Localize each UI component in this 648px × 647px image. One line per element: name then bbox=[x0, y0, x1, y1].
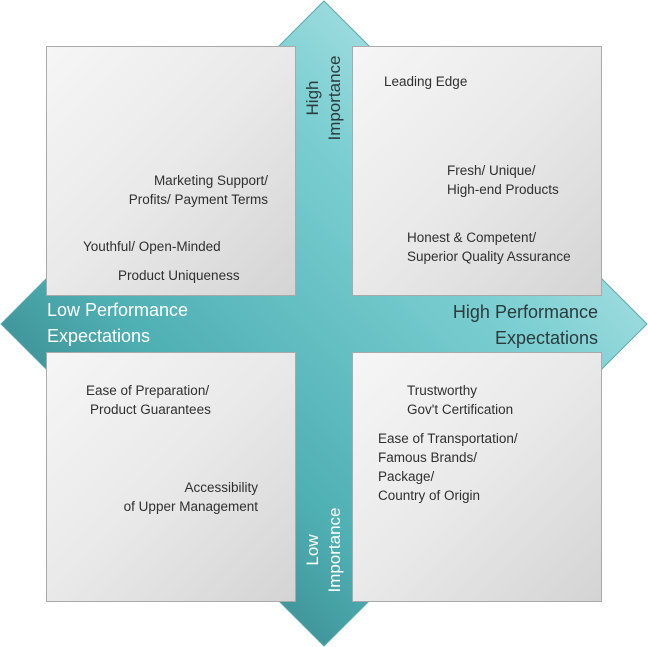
quadrant-bottom-right bbox=[352, 352, 602, 602]
item-ease-of-preparation: Ease of Preparation/ Product Guarantees bbox=[86, 381, 211, 419]
item-leading-edge: Leading Edge bbox=[384, 72, 467, 91]
item-fresh-unique: Fresh/ Unique/ High-end Products bbox=[447, 161, 559, 199]
item-product-uniqueness: Product Uniqueness bbox=[118, 266, 240, 285]
item-line: Trustworthy bbox=[407, 383, 478, 398]
item-line: Superior Quality Assurance bbox=[407, 249, 571, 264]
axis-label-low-importance: Low Importance bbox=[302, 500, 346, 600]
item-line: Ease of Preparation/ bbox=[86, 383, 210, 398]
quadrant-top-right bbox=[352, 46, 602, 296]
item-line: Product Guarantees bbox=[90, 402, 211, 417]
item-line: Marketing Support/ bbox=[153, 173, 268, 188]
axis-line: Importance bbox=[325, 507, 344, 593]
item-trustworthy: Trustworthy Gov't Certification bbox=[407, 381, 513, 419]
axis-label-high-performance: High Performance Expectations bbox=[453, 299, 598, 351]
axis-line: Low Performance bbox=[47, 300, 189, 320]
item-line: Profits/ Payment Terms bbox=[128, 192, 268, 207]
axis-line: Expectations bbox=[47, 326, 151, 346]
item-line: High-end Products bbox=[447, 182, 559, 197]
item-line: Honest & Competent/ bbox=[407, 230, 537, 245]
axis-label-low-performance: Low Performance Expectations bbox=[47, 297, 188, 349]
item-line: Famous Brands/ bbox=[378, 450, 478, 465]
item-line: Youthful/ Open-Minded bbox=[83, 239, 221, 254]
item-line: Gov't Certification bbox=[407, 402, 514, 417]
item-marketing-support: Marketing Support/ Profits/ Payment Term… bbox=[129, 171, 268, 209]
axis-line: Expectations bbox=[494, 328, 598, 348]
axis-line: Importance bbox=[325, 55, 344, 141]
item-line: Leading Edge bbox=[384, 74, 468, 89]
item-line: Accessibility bbox=[184, 480, 258, 495]
item-accessibility: Accessibility of Upper Management bbox=[124, 478, 258, 516]
item-line: of Upper Management bbox=[123, 499, 258, 514]
item-line: Ease of Transportation/ bbox=[378, 431, 518, 446]
axis-line: Low bbox=[303, 534, 322, 566]
quadrant-bottom-left bbox=[46, 352, 296, 602]
item-line: Country of Origin bbox=[378, 488, 481, 503]
item-ease-of-transportation: Ease of Transportation/ Famous Brands/ P… bbox=[378, 429, 518, 505]
axis-line: High Performance bbox=[452, 302, 598, 322]
item-youthful: Youthful/ Open-Minded bbox=[83, 237, 221, 256]
quadrant-top-left bbox=[46, 46, 296, 296]
item-honest-competent: Honest & Competent/ Superior Quality Ass… bbox=[407, 228, 571, 266]
item-line: Fresh/ Unique/ bbox=[447, 163, 536, 178]
axis-label-high-importance: High Importance bbox=[302, 48, 346, 148]
item-line: Package/ bbox=[378, 469, 435, 484]
axis-line: High bbox=[303, 80, 322, 116]
item-line: Product Uniqueness bbox=[118, 268, 240, 283]
